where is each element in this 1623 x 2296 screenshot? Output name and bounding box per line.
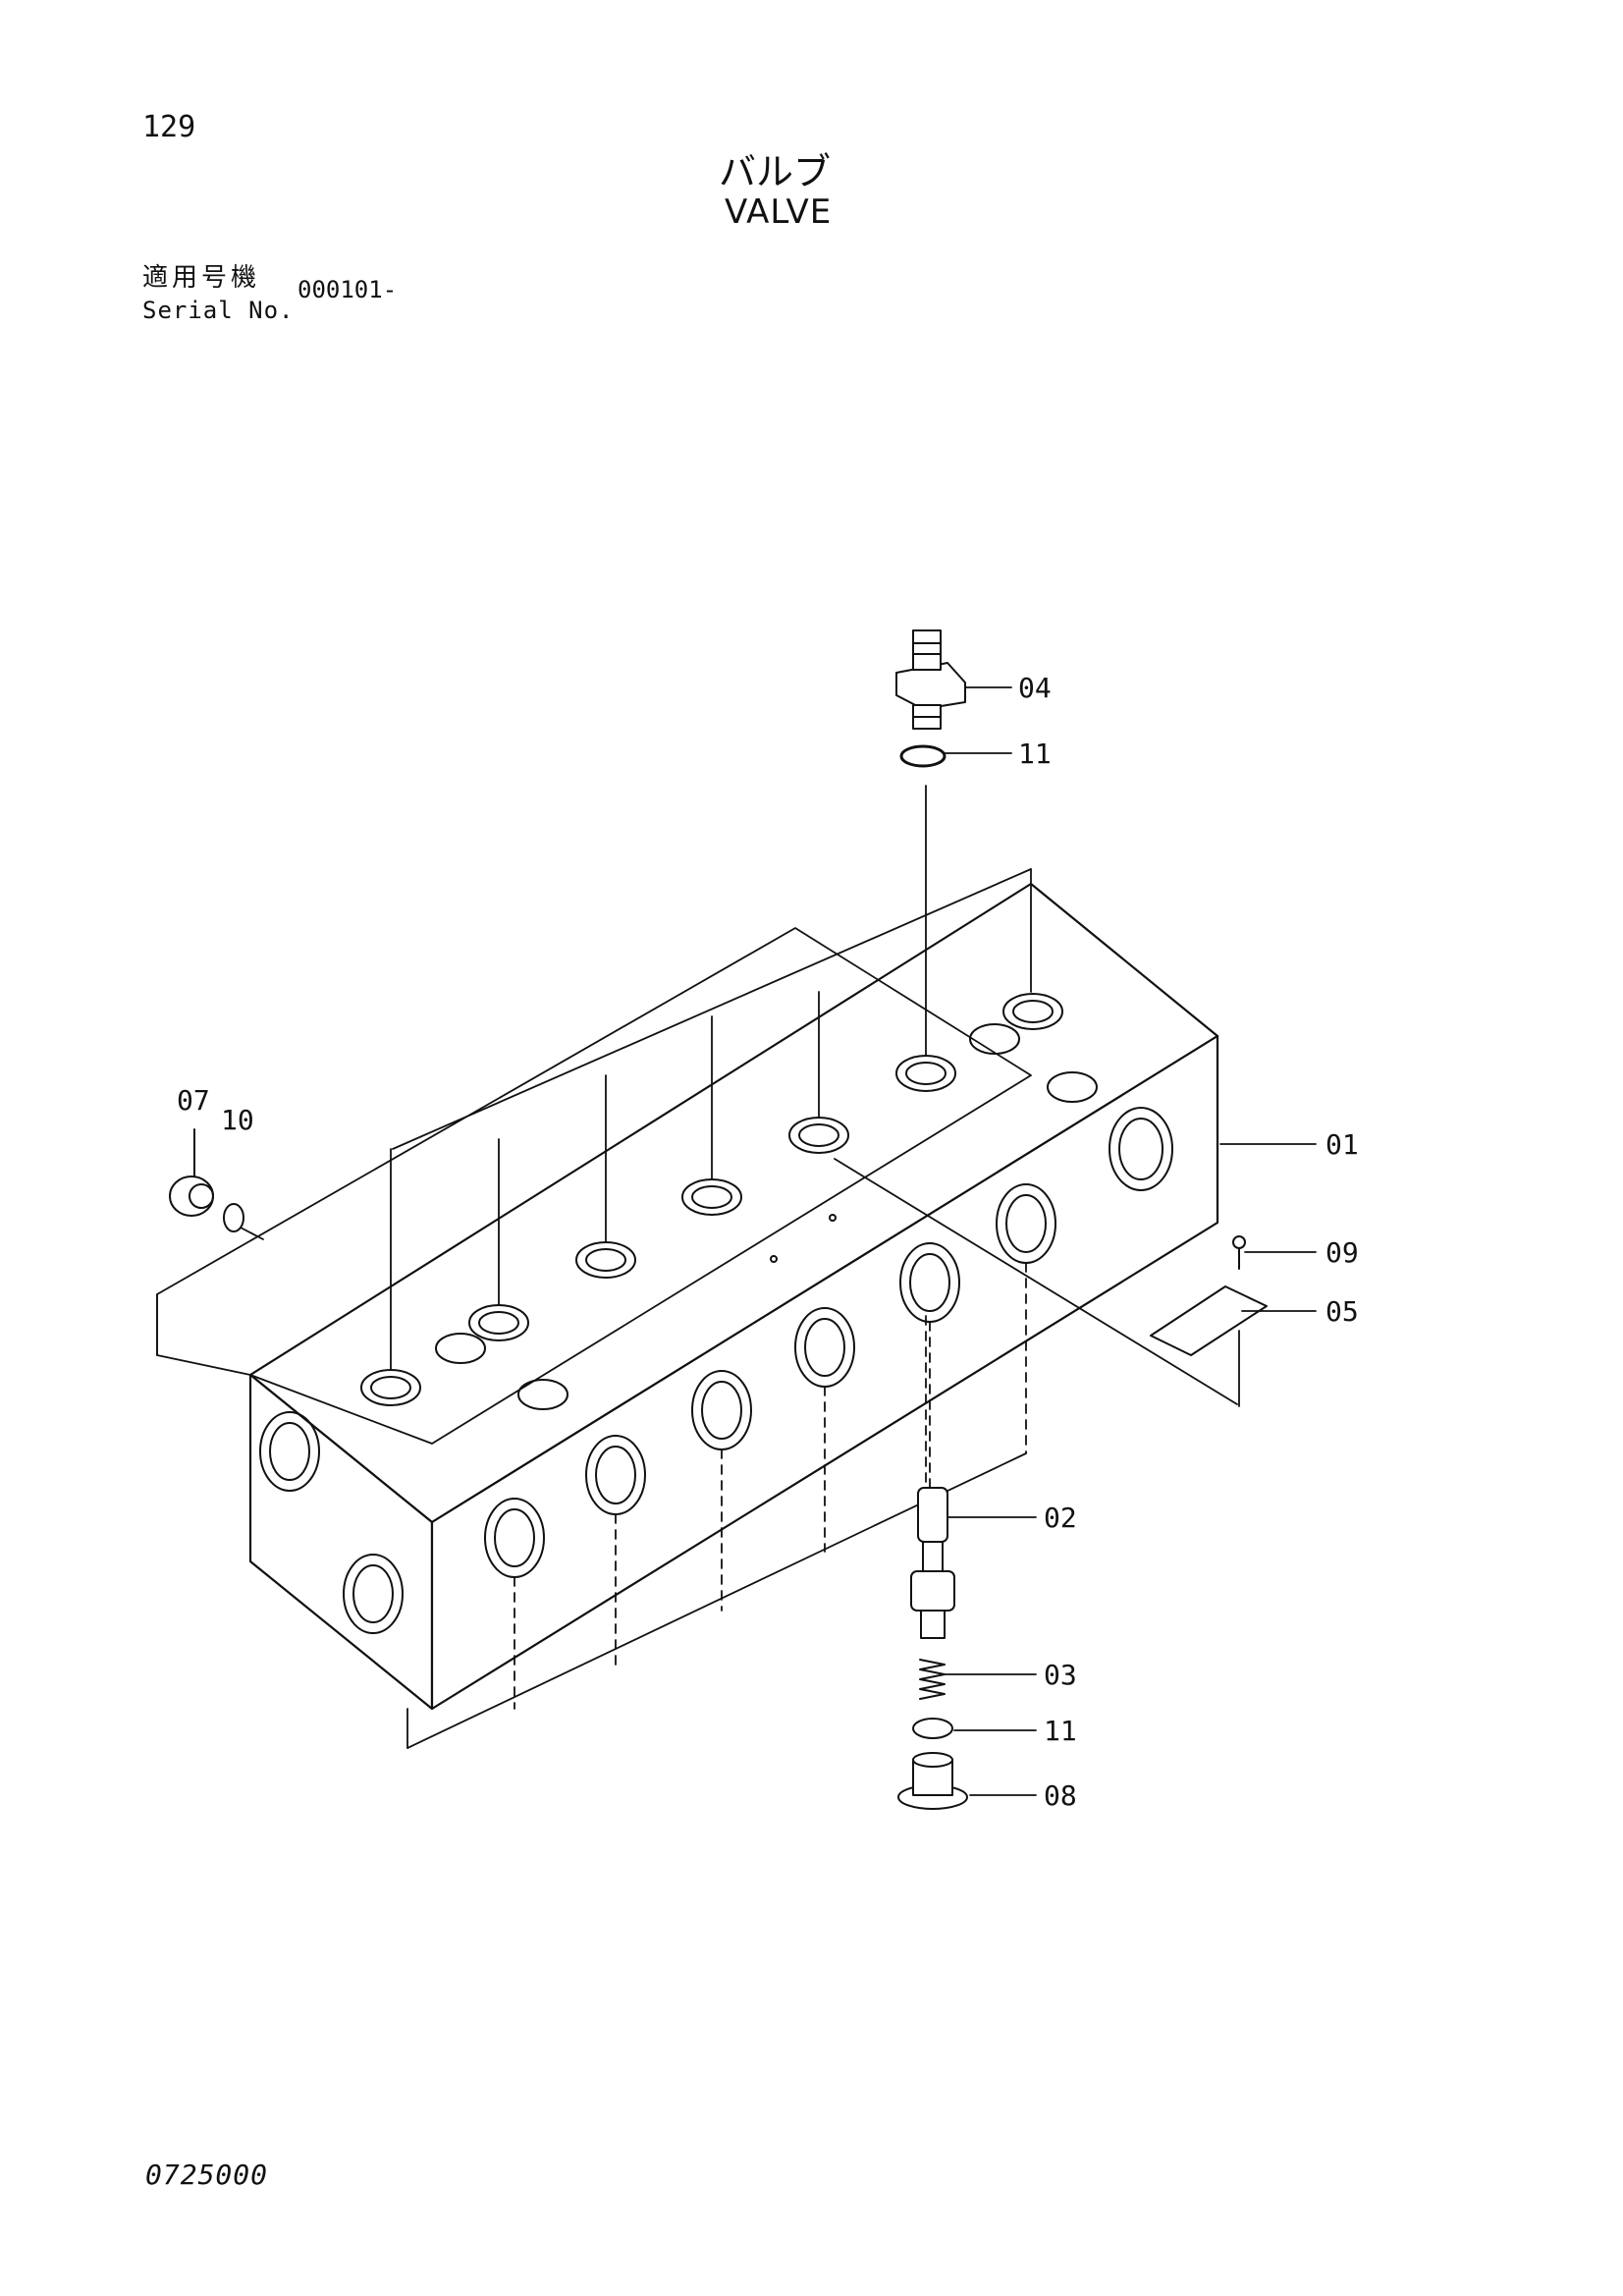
spring-03-drawing bbox=[919, 1659, 946, 1700]
o-ring-11-top bbox=[899, 744, 947, 768]
plug-07-drawing bbox=[169, 1128, 214, 1217]
callout-04: 04 bbox=[1018, 672, 1052, 704]
hidden-lines bbox=[514, 1262, 1027, 1710]
callout-01: 01 bbox=[1325, 1128, 1359, 1161]
fitting-04-drawing bbox=[895, 629, 966, 730]
valve-body-drawing bbox=[156, 882, 1219, 1711]
spool-02-drawing bbox=[910, 1487, 955, 1639]
callout-leaders bbox=[944, 686, 1317, 1796]
o-ring-11-bottom bbox=[912, 1718, 953, 1739]
callout-07: 07 bbox=[177, 1084, 210, 1117]
serial-number-value: 000101- bbox=[298, 276, 398, 303]
callout-02: 02 bbox=[1044, 1502, 1077, 1534]
title-japanese: バルブ bbox=[719, 150, 832, 193]
callout-09: 09 bbox=[1325, 1236, 1359, 1269]
leader-lines bbox=[390, 785, 1240, 1749]
end-face-ports bbox=[259, 1411, 404, 1634]
document-code: 0725000 bbox=[145, 2159, 269, 2191]
title-english: VALVE bbox=[725, 192, 833, 232]
callout-05: 05 bbox=[1325, 1295, 1359, 1328]
plate-05-drawing bbox=[1150, 1285, 1268, 1356]
callout-08: 08 bbox=[1044, 1779, 1077, 1812]
serial-label-japanese: 適用号機 bbox=[142, 263, 261, 293]
page-number: 129 bbox=[142, 110, 196, 144]
o-ring-10-drawing bbox=[223, 1203, 244, 1232]
screw-09-drawing bbox=[1232, 1235, 1246, 1270]
callout-11-bottom: 11 bbox=[1044, 1715, 1077, 1747]
callout-10: 10 bbox=[221, 1104, 254, 1136]
callout-03: 03 bbox=[1044, 1659, 1077, 1691]
serial-label-english: Serial No. bbox=[142, 297, 295, 324]
plug-08-drawing bbox=[897, 1752, 968, 1810]
callout-11-top: 11 bbox=[1018, 738, 1052, 770]
